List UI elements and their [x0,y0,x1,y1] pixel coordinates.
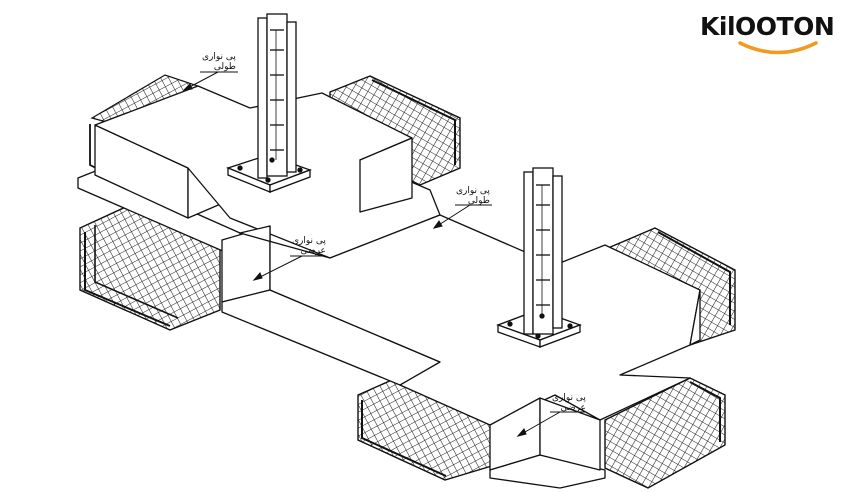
label-longitudinal-strip-1: پی نواری طولی [202,52,236,72]
steel-column-2 [496,167,582,348]
label-line-1: پی نواری [552,393,586,403]
kilooton-logo: KilOOTON [700,12,835,62]
label-line-1: پی نواری [202,52,236,62]
label-line-1: پی نواری [456,186,490,196]
logo-smile-icon [738,41,818,55]
label-transverse-strip-1: پی نواری عرضی [292,236,326,256]
label-line-1: پی نواری [292,236,326,246]
logo-wordmark: KilOOTON [700,12,835,41]
logo-smile-arc [738,41,818,55]
leader-lines [182,71,585,437]
label-line-2: طولی [467,196,490,206]
label-longitudinal-strip-2: پی نواری طولی [456,186,490,206]
label-line-2: طولی [213,62,236,72]
rebar-cage-left [79,204,221,331]
label-line-2: عرضی [560,403,586,413]
label-line-2: عرضی [300,246,326,256]
label-transverse-strip-2: پی نواری عرضی [552,393,586,413]
steel-column-1 [226,13,312,193]
